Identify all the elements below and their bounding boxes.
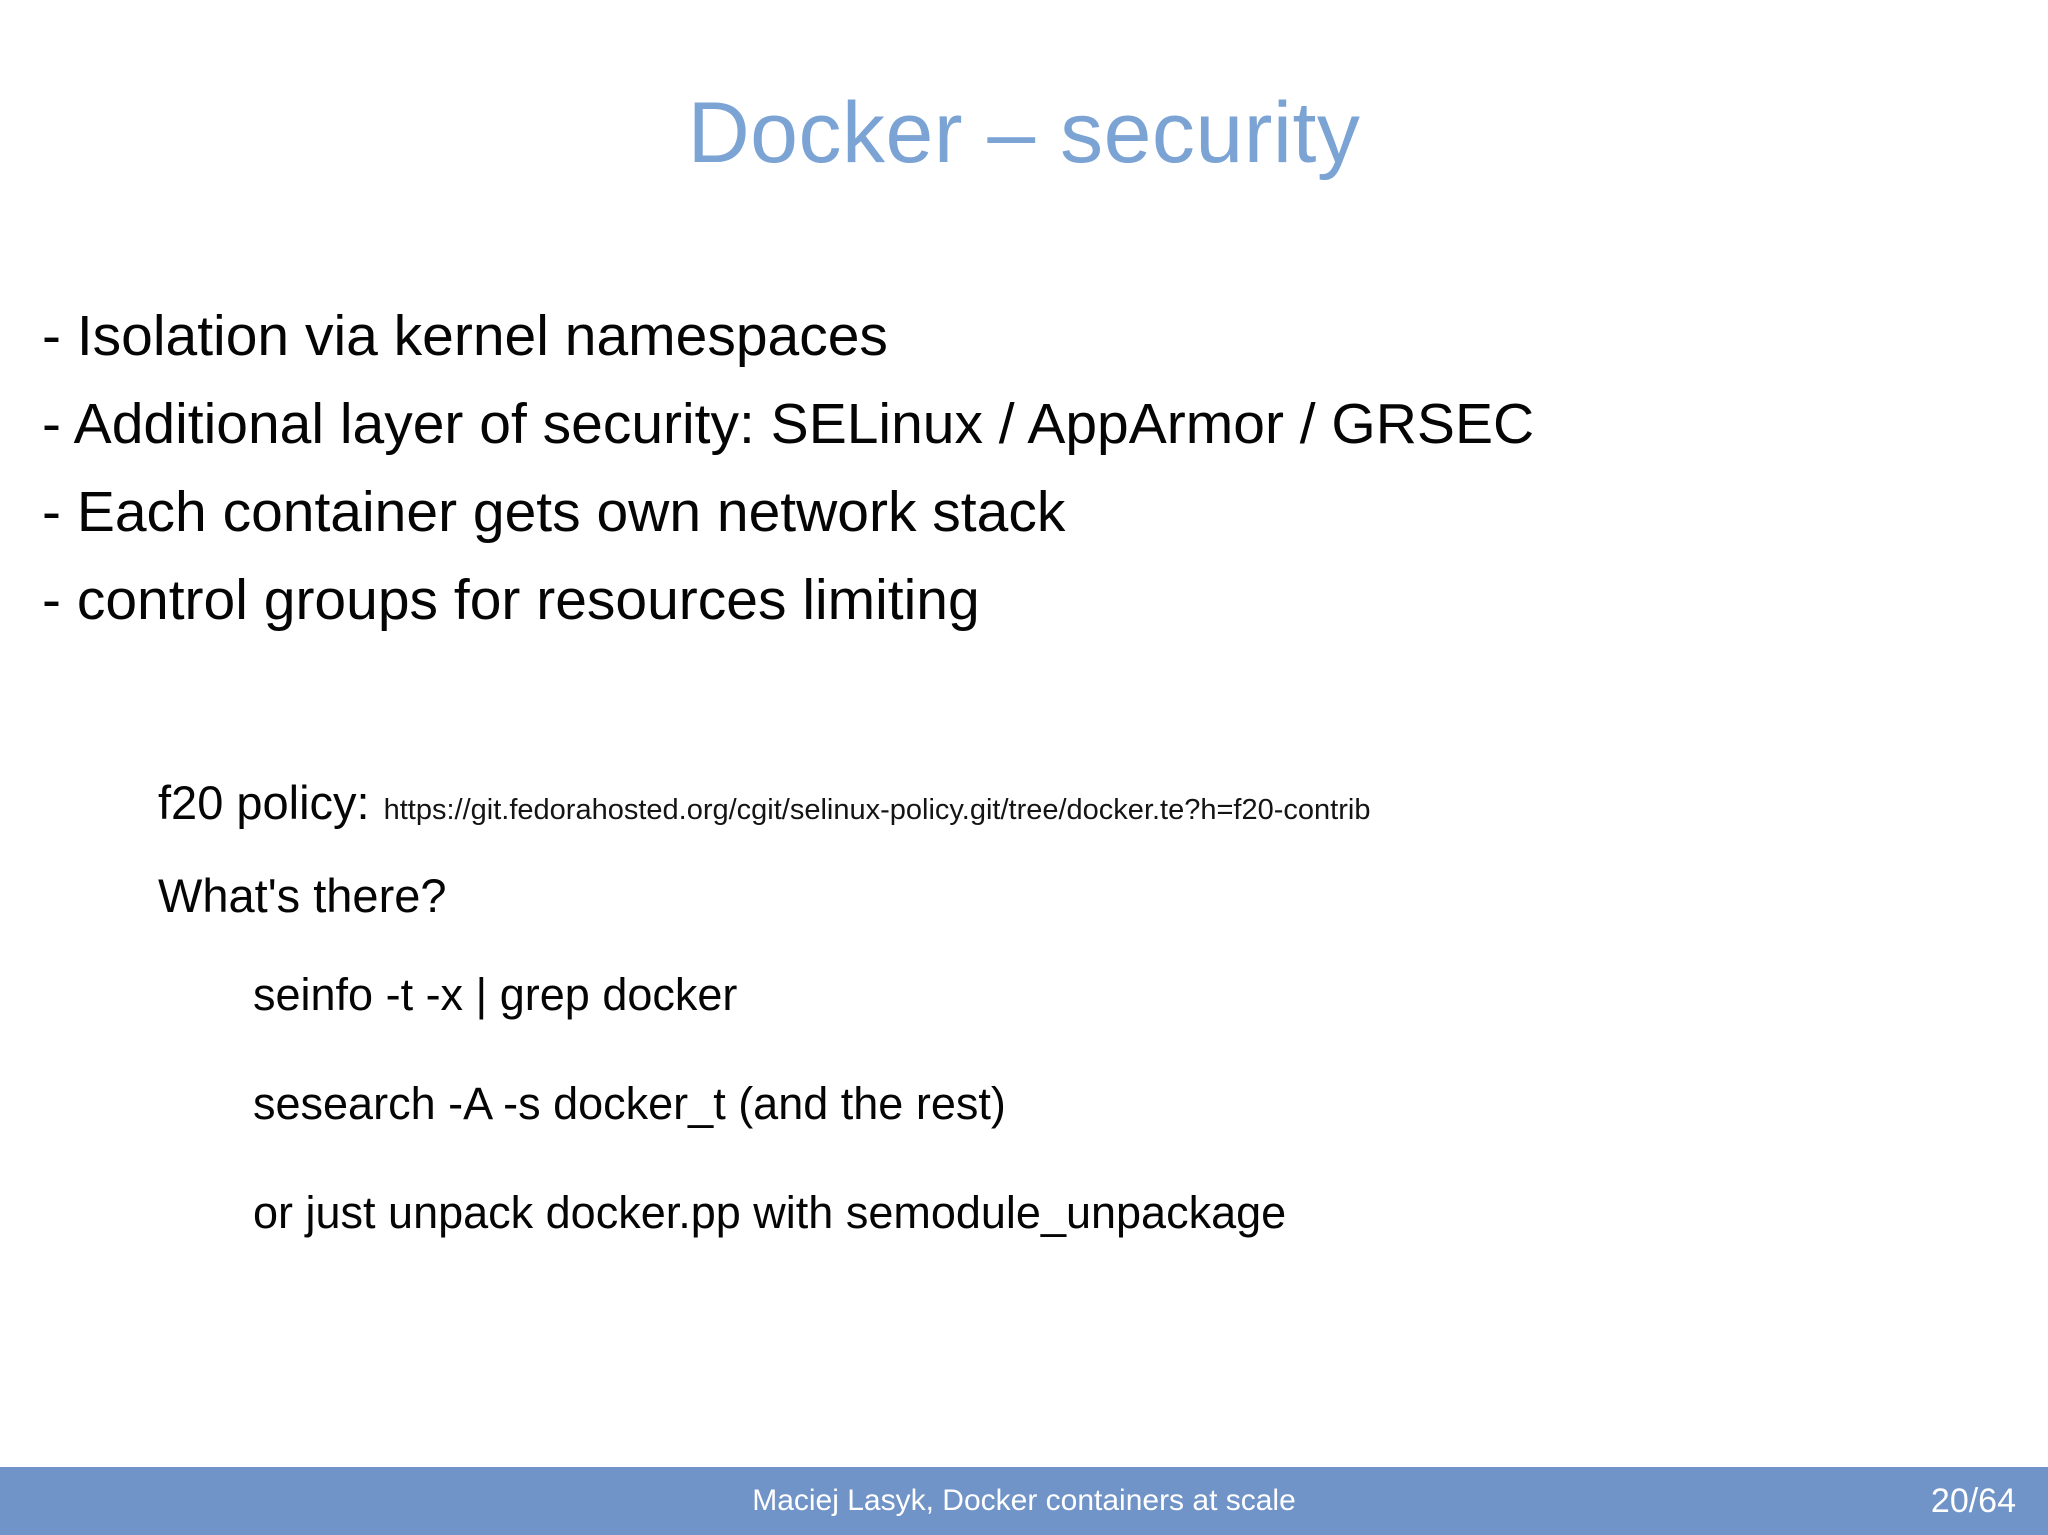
bullet-item-security-layer: - Additional layer of security: SELinux … xyxy=(42,392,1535,456)
command-semodule-unpackage: or just unpack docker.pp with semodule_u… xyxy=(253,1187,1287,1238)
policy-url-link[interactable]: https://git.fedorahosted.org/cgit/selinu… xyxy=(383,794,1371,826)
command-list: seinfo -t -x | grep docker sesearch -A -… xyxy=(253,969,2018,1239)
bullet-item-control-groups: - control groups for resources limiting xyxy=(42,568,980,632)
bullet-item-network-stack: - Each container gets own network stack xyxy=(42,480,1066,544)
page-title: Docker – security xyxy=(687,85,1361,181)
footer-author-title: Maciej Lasyk, Docker containers at scale xyxy=(752,1484,1296,1517)
bullet-list: - Isolation via kernel namespaces - Addi… xyxy=(42,292,2032,644)
slide-number: 20/64 xyxy=(1930,1482,2016,1520)
command-seinfo: seinfo -t -x | grep docker xyxy=(253,969,738,1020)
bullet-item-isolation: - Isolation via kernel namespaces xyxy=(42,304,888,368)
whats-there-heading: What's there? xyxy=(158,869,447,922)
policy-label: f20 policy: xyxy=(158,776,370,829)
details-block: f20 policy: https://git.fedorahosted.org… xyxy=(158,775,2018,1239)
command-sesearch: sesearch -A -s docker_t (and the rest) xyxy=(253,1078,1006,1129)
footer-bar: Maciej Lasyk, Docker containers at scale… xyxy=(0,1467,2048,1535)
policy-row: f20 policy: https://git.fedorahosted.org… xyxy=(158,775,2018,830)
